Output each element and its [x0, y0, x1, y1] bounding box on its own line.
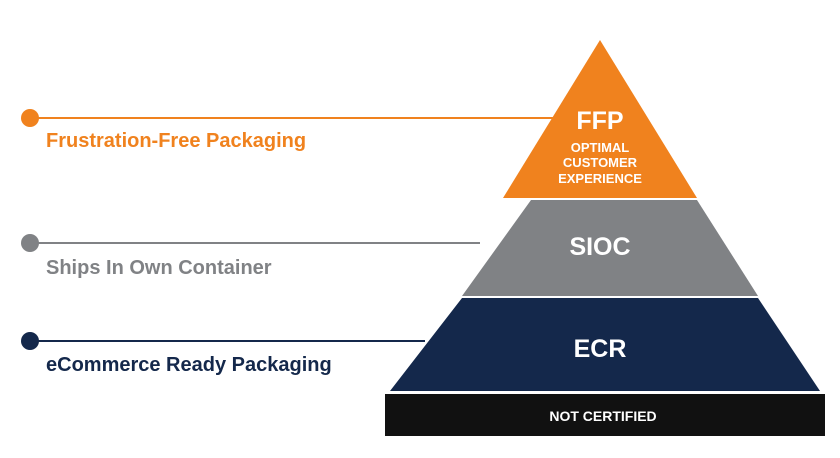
not-certified-bar — [385, 394, 825, 436]
sioc-side-label: Ships In Own Container — [46, 257, 272, 279]
ecr-side-label: eCommerce Ready Packaging — [46, 354, 332, 376]
sioc-connector-dot — [21, 234, 39, 252]
sioc-abbr: SIOC — [569, 233, 630, 261]
ffp-subtitle-line3: EXPERIENCE — [558, 171, 642, 186]
ffp-subtitle-line1: OPTIMAL — [571, 140, 630, 155]
ffp-tier — [503, 40, 697, 198]
ecr-abbr: ECR — [574, 335, 627, 363]
ecr-tier — [390, 298, 820, 391]
sioc-tier — [462, 200, 758, 296]
ffp-abbr: FFP — [576, 107, 623, 135]
ffp-side-label: Frustration-Free Packaging — [46, 130, 307, 152]
ffp-connector-dot — [21, 109, 39, 127]
ffp-subtitle-line2: CUSTOMER — [563, 155, 638, 170]
ecr-connector-dot — [21, 332, 39, 350]
not-certified-label: NOT CERTIFIED — [549, 408, 656, 424]
